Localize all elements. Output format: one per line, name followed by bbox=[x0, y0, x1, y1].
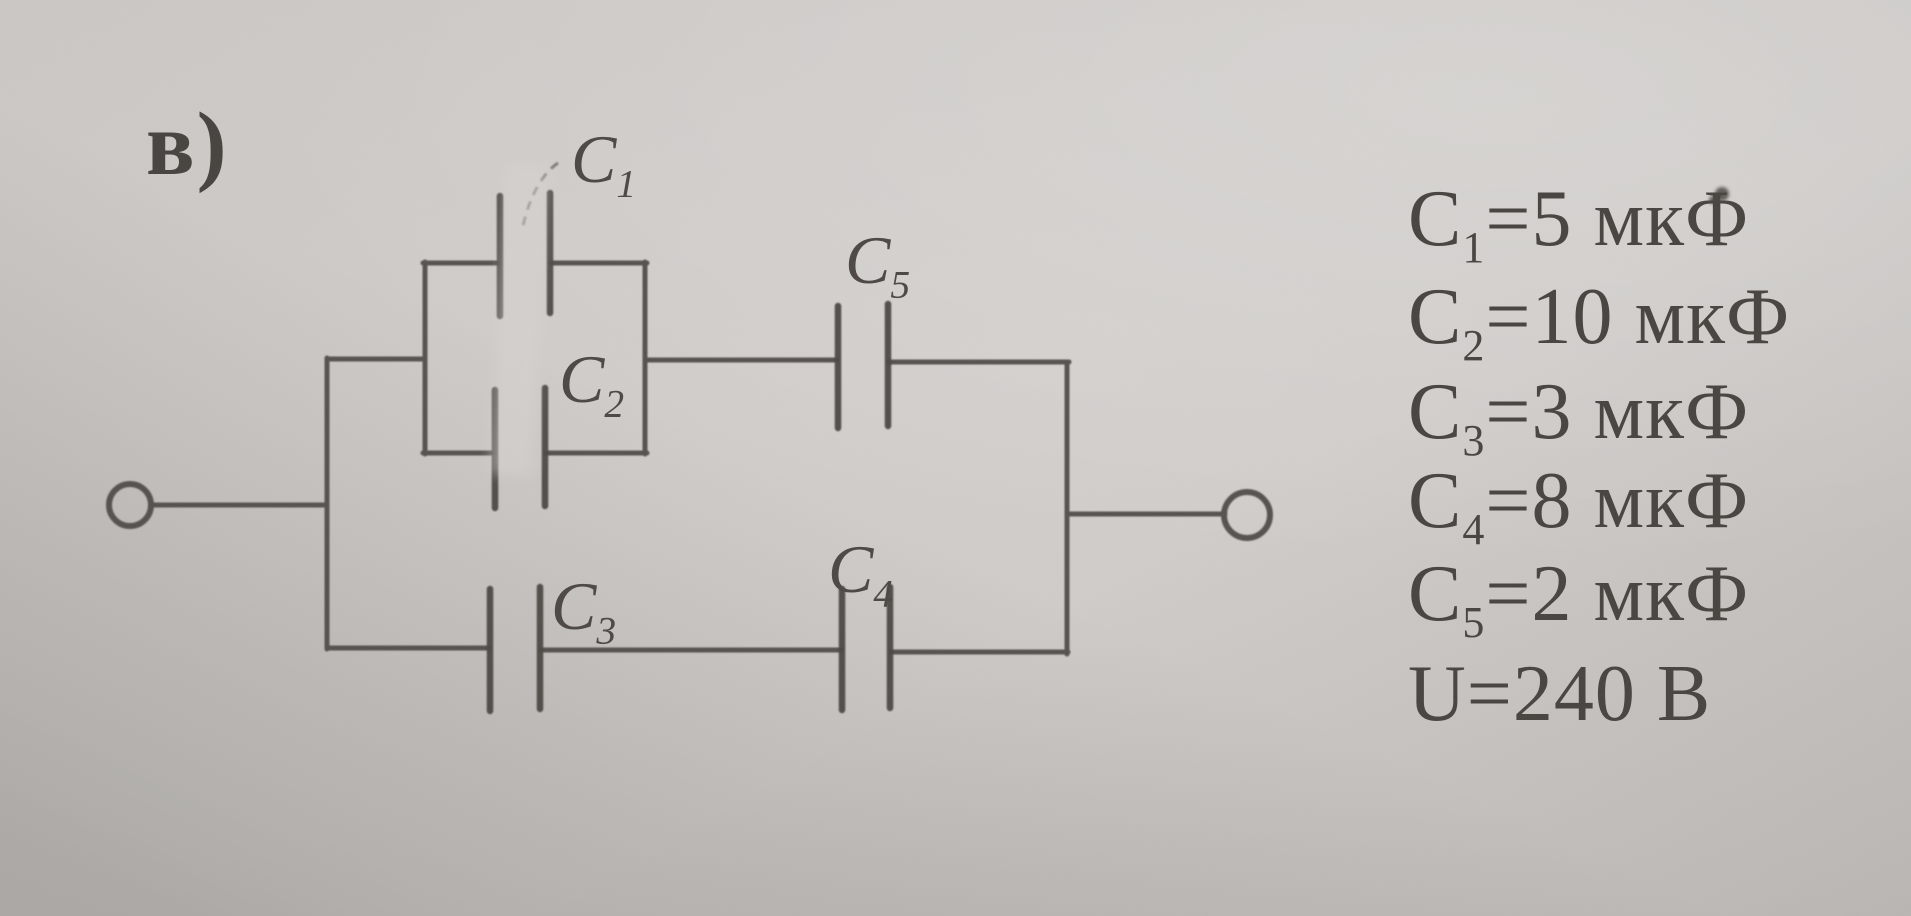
part-label: в) bbox=[146, 95, 229, 194]
given-c3-symbol: C bbox=[1408, 368, 1463, 456]
label-c3-symbol: C bbox=[551, 568, 597, 644]
label-c5-subscript: 5 bbox=[890, 262, 911, 307]
terminal-left-circle bbox=[106, 481, 154, 529]
label-c5-symbol: C bbox=[845, 222, 891, 298]
label-c4-symbol: C bbox=[828, 531, 874, 607]
given-line-c5: C5=2 мкФ bbox=[1408, 554, 1749, 645]
given-c4-subscript: 4 bbox=[1462, 505, 1486, 554]
given-c1-symbol: C bbox=[1408, 175, 1463, 263]
given-line-u: U=240 В bbox=[1408, 654, 1711, 734]
given-line-c1: C1=5 мкФ bbox=[1408, 179, 1749, 270]
label-c4-subscript: 4 bbox=[873, 571, 894, 616]
label-c4: C4 bbox=[828, 535, 893, 613]
given-u-symbol: U bbox=[1408, 650, 1467, 738]
label-c2: C2 bbox=[559, 345, 624, 423]
given-c5-value: =2 мкФ bbox=[1485, 550, 1750, 638]
given-c4-value: =8 мкФ bbox=[1485, 457, 1750, 545]
given-line-c3: C3=3 мкФ bbox=[1408, 372, 1749, 463]
given-c2-subscript: 2 bbox=[1462, 321, 1486, 370]
given-c5-subscript: 5 bbox=[1462, 598, 1486, 647]
given-c5-symbol: C bbox=[1408, 550, 1463, 638]
given-c3-subscript: 3 bbox=[1462, 416, 1486, 465]
given-c3-value: =3 мкФ bbox=[1485, 368, 1750, 456]
label-c3: C3 bbox=[551, 572, 616, 650]
given-c2-value: =10 мкФ bbox=[1485, 273, 1791, 361]
label-c2-subscript: 2 bbox=[604, 381, 625, 426]
label-c5: C5 bbox=[845, 226, 910, 304]
label-c3-subscript: 3 bbox=[596, 608, 617, 653]
given-line-c2: C2=10 мкФ bbox=[1408, 277, 1790, 368]
given-c1-value: =5 мкФ bbox=[1485, 175, 1750, 263]
label-c1-subscript: 1 bbox=[616, 161, 637, 206]
given-c4-symbol: C bbox=[1408, 457, 1463, 545]
given-u-value: =240 В bbox=[1466, 650, 1712, 738]
given-line-c4: C4=8 мкФ bbox=[1408, 461, 1749, 552]
label-c1-symbol: C bbox=[571, 121, 617, 197]
terminal-right-circle bbox=[1221, 489, 1273, 541]
given-c1-subscript: 1 bbox=[1462, 223, 1486, 272]
label-c2-symbol: C bbox=[559, 341, 605, 417]
given-c2-symbol: C bbox=[1408, 273, 1463, 361]
label-c1: C1 bbox=[571, 125, 636, 203]
